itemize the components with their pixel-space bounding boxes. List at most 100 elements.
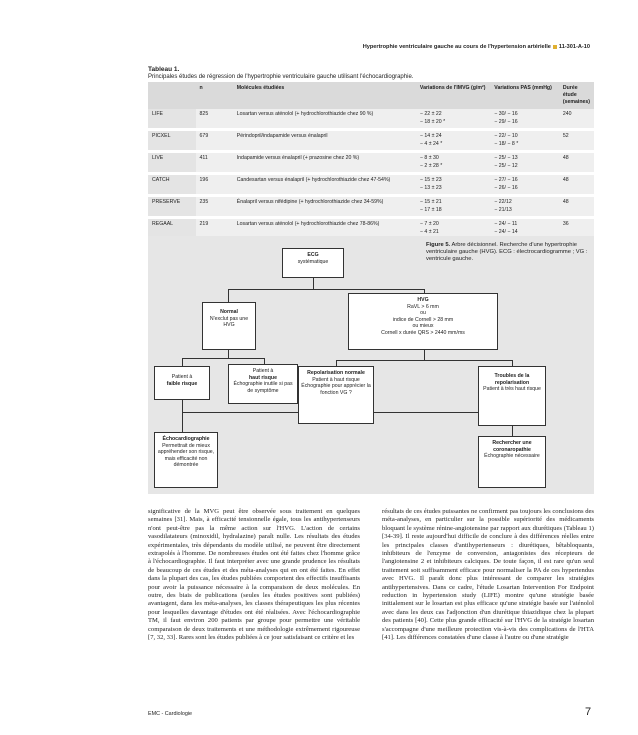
cell-imvg: − 15 ± 21− 17 ± 18 <box>415 195 491 219</box>
running-header: Hypertrophie ventriculaire gauche au cou… <box>363 44 590 50</box>
echocardiography-box: Échocardiographie Permettrait de mieux a… <box>154 432 218 488</box>
body-column-left: significative de la MVG peut être observ… <box>148 508 360 642</box>
ecg-subtitle: systématique <box>297 258 329 265</box>
cell-imvg-value: − 14 ± 24 <box>419 133 442 139</box>
cell-pas-value: − 25/ − 13 <box>494 155 518 161</box>
square-icon <box>552 44 557 49</box>
cell-molecules-value: Périndopril/indapamide versus énalapril <box>236 133 328 139</box>
coronaropathy-title: Rechercher une coronaropathie <box>492 440 532 453</box>
normal-box: Normal N'exclut pas une HVG <box>202 302 256 350</box>
connector <box>264 358 265 364</box>
high-risk-pre: Patient à <box>252 368 274 374</box>
figure-caption-text: Arbre décisionnel. Recherche d'une hyper… <box>426 242 588 262</box>
hvg-criterion: indice de Cornell > 28 mm <box>392 316 454 323</box>
hvg-criterion: ou mieux <box>412 323 434 330</box>
cell-molecules-value: Énalapril versus nifédipine (+ hydrochlo… <box>236 199 384 205</box>
connector <box>182 358 264 359</box>
cell-n-value: 825 <box>199 111 209 117</box>
body-column-right: résultats de ces études puissantes ne co… <box>382 508 594 642</box>
cell-n-value: 411 <box>199 155 208 161</box>
cell-pas: − 22/ − 10− 18/ − 8 * <box>490 129 559 153</box>
cell-imvg-value: − 13 ± 23 <box>419 184 442 191</box>
cell-imvg-value: − 15 ± 21 <box>419 199 442 205</box>
cell-n-value: 219 <box>199 221 209 227</box>
cell-molecules: Périndopril/indapamide versus énalapril <box>232 129 416 153</box>
cell-molecules: Losartan versus aténolol (+ hydrochlorot… <box>232 109 416 131</box>
cell-pas-value: − 30/ − 16 <box>494 111 518 117</box>
normal-text: N'exclut pas une HVG <box>209 315 249 329</box>
hvg-box: HVG RaVL > 6 mm ou indice de Cornell > 2… <box>348 293 498 350</box>
repolarisation-troubles-box: Troubles de la repolarisation Patient à … <box>478 366 546 426</box>
connector <box>182 358 183 366</box>
coronaropathy-box: Rechercher une coronaropathie Échographi… <box>478 436 546 488</box>
hvg-criterion: Cornell x durée QRS > 2440 mm/ms <box>381 329 465 336</box>
connector <box>313 278 314 289</box>
cell-study: LIFE <box>148 109 196 131</box>
article-reference: 11-301-A-10 <box>558 44 590 50</box>
cell-n: 679 <box>195 129 233 153</box>
cell-imvg-value: − 4 ± 24 * <box>419 140 443 147</box>
cell-duree-value: 36 <box>562 221 569 227</box>
ecg-box: ECG systématique <box>282 248 344 278</box>
cell-n-value: 235 <box>199 199 209 205</box>
cell-duree-value: 52 <box>562 133 569 139</box>
cell-pas: − 25/ − 13− 25/ − 12 <box>490 151 559 175</box>
cell-study: PICXEL <box>148 129 196 153</box>
cell-study-value: LIFE <box>152 111 163 117</box>
table-caption: Principales études de régression de l'hy… <box>148 74 414 80</box>
table-row: REGAAL 219 Losartan versus aténolol (+ hyd… <box>148 217 594 241</box>
ecg-title: ECG <box>307 252 319 258</box>
table-row: LIFE 825 Losartan versus aténolol (+ hydro… <box>148 109 594 131</box>
repolarisation-troubles-title: Troubles de la repolarisation <box>494 373 530 386</box>
high-risk-box: Patient à haut risque Échographie inutil… <box>228 364 298 404</box>
cell-study-value: CATCH <box>152 177 170 183</box>
cell-molecules-value: Indapamide versus énalapril (+ prazosine… <box>236 155 360 161</box>
cell-imvg: − 15 ± 23− 13 ± 23 <box>415 173 491 197</box>
hvg-criterion: RaVL > 6 mm <box>407 303 439 310</box>
cell-pas: − 27/ − 16− 26/ − 16 <box>490 173 559 197</box>
page-number: 7 <box>585 706 592 718</box>
cell-imvg-value: − 7 ± 20 <box>419 221 439 227</box>
cell-imvg-value: − 4 ± 21 <box>419 228 439 235</box>
header-molecules: Molécules étudiées <box>232 82 416 109</box>
connector <box>228 350 229 358</box>
high-risk-title: haut risque <box>249 374 277 381</box>
cell-duree-value: 48 <box>562 155 569 161</box>
header-study <box>148 82 196 109</box>
low-risk-title: faible risque <box>166 380 198 387</box>
normal-repolarisation-title: Repolarisation normale <box>307 370 365 376</box>
hvg-title: HVG <box>417 297 429 303</box>
cell-pas-value: − 22/ − 10 <box>494 133 518 139</box>
normal-repolarisation-text2: Échographie pour apprécier la fonction V… <box>301 383 371 396</box>
cell-n-value: 196 <box>199 177 209 183</box>
cell-molecules: Indapamide versus énalapril (+ prazosine… <box>232 151 416 175</box>
cell-duree-value: 48 <box>562 177 569 183</box>
cell-duree: 48 <box>558 173 594 197</box>
cell-pas-value: − 25/ − 12 <box>494 162 518 169</box>
low-risk-pre: Patient à <box>171 374 193 380</box>
repolarisation-troubles-text: Patient à très haut risque <box>483 386 541 393</box>
connector <box>228 289 424 290</box>
normal-repolarisation-box: Repolarisation normale Patient à haut ri… <box>298 366 374 424</box>
cell-pas: − 30/ − 16− 29/ − 16 <box>490 109 559 131</box>
cell-pas: − 22/12− 21/13 <box>490 195 559 219</box>
cell-molecules-value: Losartan versus aténolol (+ hydrochlorot… <box>236 221 380 227</box>
studies-table: n Molécules étudiées Variations de l'IMV… <box>148 82 594 241</box>
cell-duree: 48 <box>558 195 594 219</box>
cell-duree: 48 <box>558 151 594 175</box>
cell-pas-value: − 26/ − 16 <box>494 184 518 191</box>
connector <box>182 400 183 412</box>
cell-study-value: REGAAL <box>152 221 174 227</box>
cell-duree: 240 <box>558 109 594 131</box>
cell-pas-value: − 29/ − 16 <box>494 118 518 125</box>
cell-study-value: LIVE <box>152 155 164 161</box>
cell-molecules-value: Losartan versus aténolol (+ hydrochlorot… <box>236 111 374 117</box>
connector <box>424 289 425 294</box>
connector <box>182 412 183 432</box>
cell-pas-value: − 21/13 <box>494 206 512 213</box>
cell-pas-value: − 22/12 <box>494 199 512 205</box>
cell-duree-value: 48 <box>562 199 569 205</box>
cell-imvg: − 14 ± 24− 4 ± 24 * <box>415 129 491 153</box>
cell-imvg-value: − 22 ± 22 <box>419 111 442 117</box>
